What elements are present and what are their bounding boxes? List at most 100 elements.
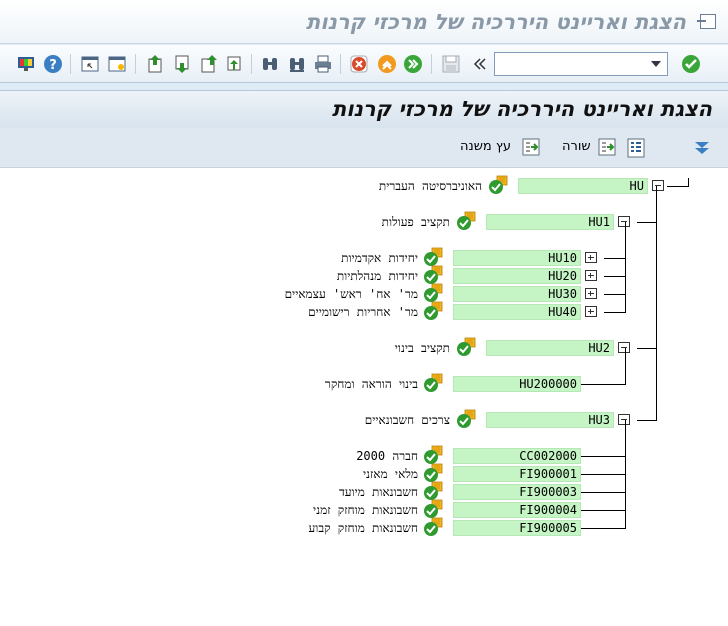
hierarchy-tree: HU האוניברסיטה העברית HU1 תקציב פעולות HU10 י… bbox=[0, 168, 728, 626]
status-check-icon bbox=[423, 517, 443, 537]
status-check-icon bbox=[456, 337, 476, 357]
node-code[interactable]: HU3 bbox=[486, 412, 614, 428]
node-code[interactable]: HU30 bbox=[453, 286, 581, 302]
tree-node[interactable]: FI900001 מלאי מאזני bbox=[0, 463, 728, 483]
node-code[interactable]: HU bbox=[518, 178, 648, 194]
status-check-icon bbox=[423, 445, 443, 465]
tree-connector bbox=[581, 384, 626, 385]
collapse-folder-icon[interactable] bbox=[618, 216, 630, 227]
tree-node[interactable]: HU200000 בינוי הוראה ומחקר bbox=[0, 373, 728, 392]
subtree-label: עץ משנה bbox=[460, 139, 512, 154]
application-toolbar: עץ משנה שורה bbox=[0, 128, 728, 168]
status-check-icon bbox=[423, 247, 443, 267]
status-check-icon bbox=[423, 283, 443, 303]
back-green-icon[interactable] bbox=[403, 54, 423, 74]
tree-connector bbox=[604, 312, 626, 313]
expand-folder-icon[interactable] bbox=[585, 270, 597, 281]
node-description: תקציב בינוי bbox=[394, 341, 450, 355]
expand-folder-icon[interactable] bbox=[585, 288, 597, 299]
status-check-icon bbox=[423, 499, 443, 519]
previous-page-icon[interactable] bbox=[172, 54, 192, 74]
tree-connector bbox=[581, 510, 626, 511]
print-icon[interactable] bbox=[313, 54, 333, 74]
tree-connector bbox=[604, 276, 626, 277]
last-page-icon[interactable] bbox=[224, 54, 244, 74]
status-check-icon bbox=[456, 409, 476, 429]
tree-connector bbox=[581, 492, 626, 493]
tree-node[interactable]: FI900003 חשבונאות מיועד bbox=[0, 481, 728, 501]
cancel-icon[interactable] bbox=[349, 54, 369, 74]
status-check-icon bbox=[423, 481, 443, 501]
collapse-folder-icon[interactable] bbox=[652, 180, 664, 191]
expand-folder-icon[interactable] bbox=[585, 306, 597, 317]
next-page-icon[interactable] bbox=[198, 54, 218, 74]
page-title: הצגת ואריינט היררכיה של מרכזי קרנות bbox=[331, 97, 712, 121]
tree-connector bbox=[625, 222, 626, 312]
filter-icon[interactable] bbox=[692, 138, 712, 158]
tree-connector bbox=[581, 528, 626, 529]
row-label: שורה bbox=[562, 139, 591, 154]
node-code[interactable]: HU40 bbox=[453, 304, 581, 320]
customize-layout-icon[interactable] bbox=[16, 54, 36, 74]
tree-connector bbox=[637, 222, 657, 223]
tree-node[interactable]: HU האוניברסיטה העברית bbox=[0, 175, 728, 194]
find-next-icon[interactable] bbox=[287, 54, 307, 74]
expand-command-icon[interactable] bbox=[470, 54, 490, 74]
first-page-icon[interactable] bbox=[145, 54, 165, 74]
node-code[interactable]: HU1 bbox=[486, 214, 614, 230]
node-description: בינוי הוראה ומחקר bbox=[324, 377, 418, 391]
page-heading-bar: הצגת ואריינט היררכיה של מרכזי קרנות bbox=[0, 90, 728, 128]
tree-node[interactable]: HU3 צרכים חשבונאיים bbox=[0, 409, 728, 429]
subtree-button[interactable]: עץ משנה bbox=[460, 138, 542, 158]
node-code[interactable]: FI900001 bbox=[453, 466, 581, 482]
find-icon[interactable] bbox=[260, 54, 280, 74]
node-code[interactable]: FI900003 bbox=[453, 484, 581, 500]
collapse-folder-icon[interactable] bbox=[618, 342, 630, 353]
expand-folder-icon[interactable] bbox=[585, 252, 597, 263]
node-description: חשבונאות מיועד bbox=[338, 485, 418, 499]
tree-node[interactable]: HU10 יחידות אקדמיות bbox=[0, 247, 728, 267]
row-button[interactable]: שורה bbox=[562, 138, 618, 158]
help-icon[interactable]: ? bbox=[43, 54, 63, 74]
status-check-icon bbox=[423, 463, 443, 483]
enter-check-icon[interactable] bbox=[681, 54, 701, 74]
node-code[interactable]: HU2 bbox=[486, 340, 614, 356]
node-description: תקציב פעולות bbox=[381, 215, 450, 229]
status-check-icon bbox=[423, 301, 443, 321]
tree-connector bbox=[637, 348, 657, 349]
chevron-down-icon[interactable] bbox=[647, 55, 665, 73]
save-icon[interactable] bbox=[441, 54, 461, 74]
exit-orange-icon[interactable] bbox=[377, 54, 397, 74]
node-description: האוניברסיטה העברית bbox=[378, 179, 482, 193]
tree-node[interactable]: HU1 תקציב פעולות bbox=[0, 211, 728, 231]
tree-connector bbox=[581, 474, 626, 475]
node-code[interactable]: HU200000 bbox=[453, 376, 581, 392]
tree-connector bbox=[656, 186, 657, 420]
exit-icon[interactable] bbox=[697, 14, 716, 29]
node-code[interactable]: HU20 bbox=[453, 268, 581, 284]
collapse-folder-icon[interactable] bbox=[618, 414, 630, 425]
node-description: צרכים חשבונאיים bbox=[364, 413, 450, 427]
node-code[interactable]: FI900005 bbox=[453, 520, 581, 536]
node-code[interactable]: FI900004 bbox=[453, 502, 581, 518]
tree-node[interactable]: CC002000 חברה 2000 bbox=[0, 445, 728, 465]
tree-node[interactable]: HU2 תקציב בינוי bbox=[0, 337, 728, 357]
create-session-icon[interactable] bbox=[80, 54, 100, 74]
command-field[interactable] bbox=[494, 52, 668, 76]
standard-toolbar: ? bbox=[0, 45, 728, 83]
node-code[interactable]: CC002000 bbox=[453, 448, 581, 464]
node-description: מלאי מאזני bbox=[362, 467, 418, 481]
node-description: חברה 2000 bbox=[356, 449, 418, 463]
tree-connector bbox=[688, 178, 689, 187]
node-code[interactable]: HU10 bbox=[453, 250, 581, 266]
tree-connector bbox=[604, 258, 626, 259]
details-list-icon[interactable] bbox=[626, 138, 646, 158]
node-description: יחידות אקדמיות bbox=[341, 251, 418, 265]
generate-shortcut-icon[interactable] bbox=[107, 54, 127, 74]
status-check-icon bbox=[456, 211, 476, 231]
